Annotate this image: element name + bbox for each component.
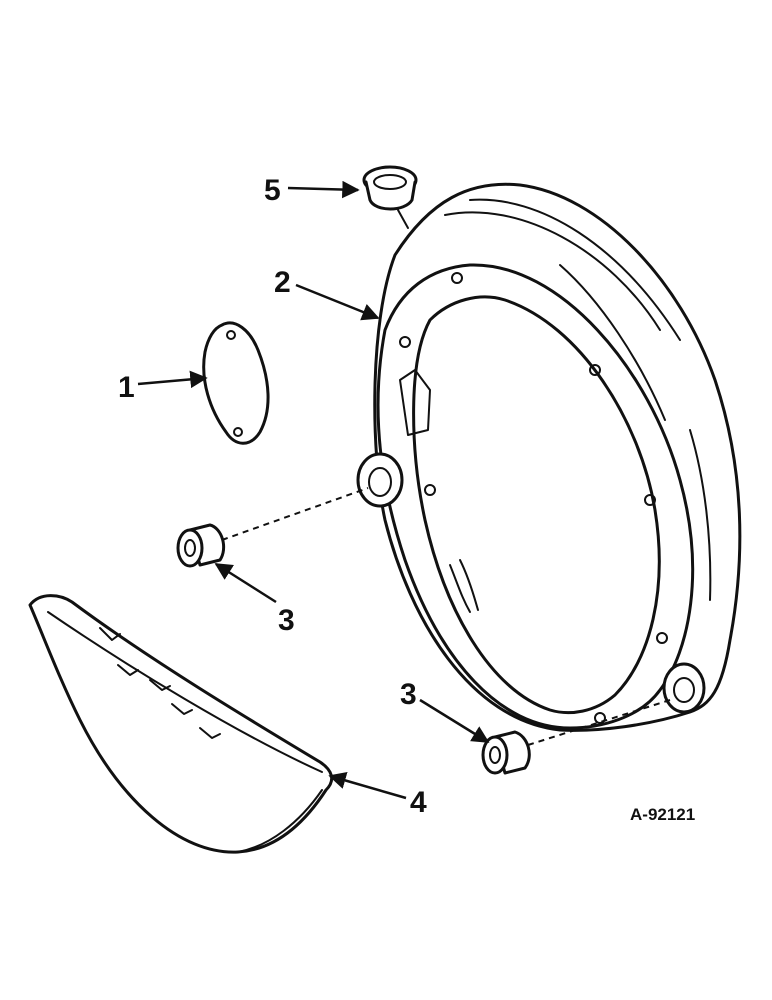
alignment-line-upper (221, 487, 369, 541)
alignment-line-lower (527, 699, 671, 746)
flywheel-housing (356, 182, 742, 732)
plug (362, 165, 418, 229)
leader-3a (214, 562, 277, 604)
callout-5: 5 (264, 174, 281, 207)
callout-1: 1 (118, 371, 135, 404)
cover-plate (202, 321, 270, 445)
figure-reference: A-92121 (630, 805, 695, 824)
callout-3-lower: 3 (400, 678, 417, 711)
callout-3-upper: 3 (278, 604, 295, 637)
leader-2 (295, 283, 380, 321)
bushing-upper (176, 523, 226, 568)
leader-5 (287, 180, 360, 199)
leader-4 (328, 771, 407, 800)
leader-3b (419, 698, 490, 744)
callout-2: 2 (274, 266, 291, 299)
callout-4: 4 (410, 786, 427, 819)
bushing-lower (481, 730, 531, 775)
cover-shield (28, 594, 334, 854)
leader-1 (137, 370, 208, 389)
